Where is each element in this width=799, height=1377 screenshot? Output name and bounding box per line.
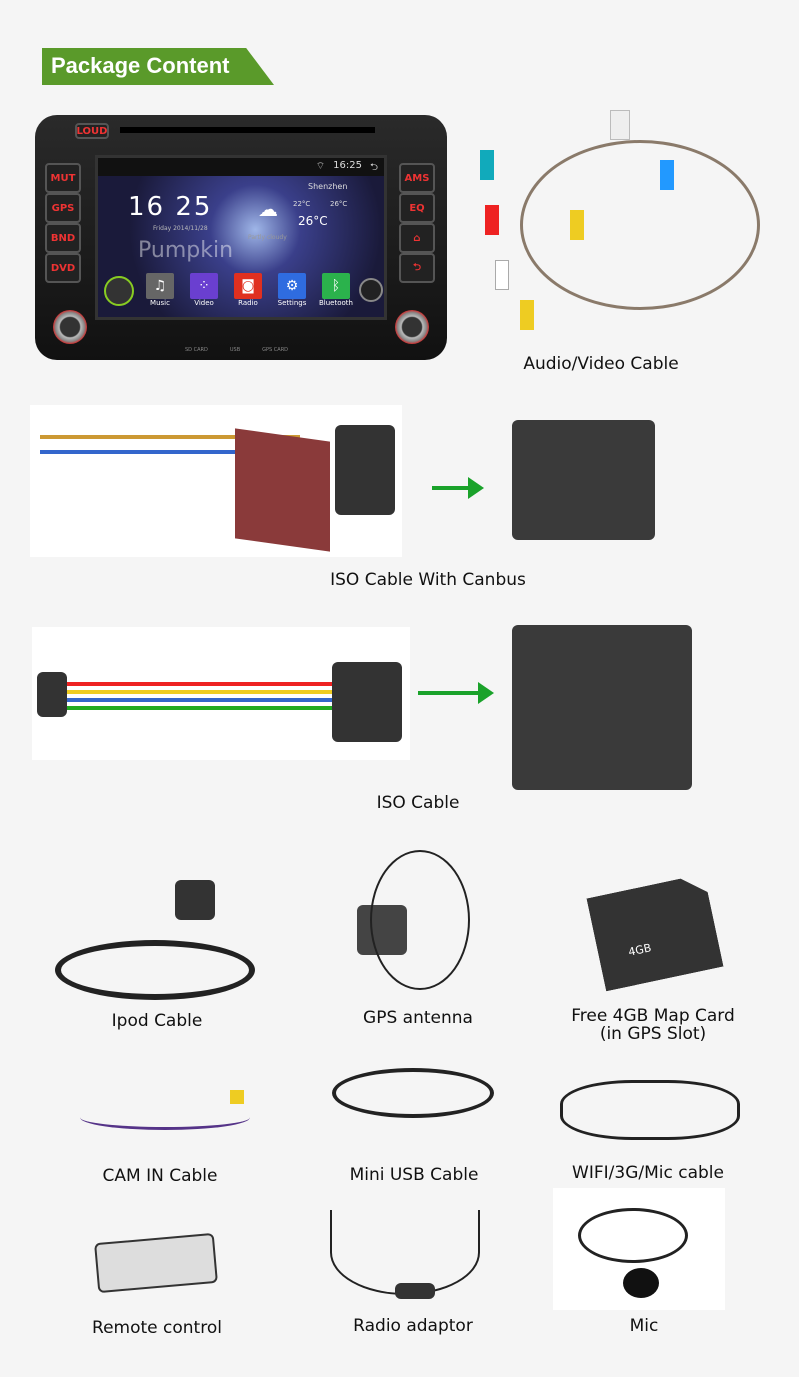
av-cable-label: Audio/Video Cable — [523, 354, 679, 374]
usb-slot-label: USB — [229, 347, 241, 353]
mic-image — [553, 1188, 725, 1310]
ams-button: AMS — [399, 163, 435, 193]
bluetooth-app-icon: ᛒ — [322, 273, 350, 299]
gps-button: GPS — [45, 193, 81, 223]
weather-city: Shenzhen — [308, 182, 348, 191]
mini-usb-cable-label: Mini USB Cable — [349, 1165, 479, 1185]
weather-desc: Partly cloudy — [248, 234, 287, 241]
arrow-icon — [432, 477, 484, 499]
iso-cable-label: ISO Cable — [376, 793, 460, 813]
head-unit-screen: ⌔16:25⮌ 16 25 Friday 2014/11/28 Pumpkin … — [95, 155, 387, 320]
gps-antenna-label: GPS antenna — [363, 1008, 473, 1028]
status-time: 16:25 — [333, 160, 362, 171]
settings-app-icon: ⚙ — [278, 273, 306, 299]
high-temp: 26°C — [330, 200, 348, 208]
video-app-icon: ⁘ — [190, 273, 218, 299]
card-slots: SD CARD USB GPS CARD — [185, 347, 288, 353]
canbus-connector-image — [512, 420, 655, 540]
radio-app-label: Radio — [238, 299, 258, 307]
ipod-connector — [175, 880, 215, 920]
bluetooth-app-label: Bluetooth — [319, 299, 353, 307]
sd-capacity: 4GB — [627, 941, 653, 959]
music-app-icon: ♫ — [146, 273, 174, 299]
tune-knob — [395, 310, 429, 344]
cam-cable-image — [80, 1105, 250, 1130]
ipod-cable-label: Ipod Cable — [111, 1011, 203, 1031]
eq-button: EQ — [399, 193, 435, 223]
iso-canbus-label: ISO Cable With Canbus — [330, 570, 526, 590]
wifi-3g-mic-cable-image — [560, 1080, 740, 1140]
page-title: Package Content — [42, 48, 274, 85]
wifi-3g-mic-cable-label: WIFI/3G/Mic cable — [572, 1163, 724, 1183]
gps-cable — [370, 850, 470, 990]
map-card-label: Free 4GB Map Card(in GPS Slot) — [571, 1007, 735, 1043]
current-temp: 26°C — [298, 214, 328, 228]
low-temp: 22°C — [293, 200, 311, 208]
brand-watermark: Pumpkin — [138, 238, 234, 263]
av-cable-image — [460, 110, 790, 340]
wifi-icon: ⌔ — [315, 161, 326, 172]
volume-knob — [53, 310, 87, 344]
gps-slot-label: GPS CARD — [262, 347, 289, 353]
iso-canbus-image — [30, 405, 402, 557]
map-card-title: Free 4GB Map Card — [571, 1006, 735, 1026]
video-app-label: Video — [194, 299, 214, 307]
loud-button: LOUD — [75, 123, 109, 139]
arrow-icon — [418, 682, 494, 704]
clock: 16 25 — [128, 192, 213, 222]
iso-cable-image — [32, 627, 410, 760]
band-button: BND — [45, 223, 81, 253]
date: Friday 2014/11/28 — [153, 225, 208, 232]
sd-card-image: 4GB — [586, 874, 723, 992]
iso-connector-image — [512, 625, 692, 790]
radio-adaptor-box — [395, 1283, 435, 1299]
remote-control-label: Remote control — [92, 1318, 222, 1338]
dvd-button: DVD — [45, 253, 81, 283]
head-unit-image: LOUD MUT GPS BND DVD AMS EQ ⌂ ⮌ ⌔16:25⮌ … — [35, 115, 447, 360]
car-icon — [104, 276, 134, 306]
cloud-icon: ☁ — [258, 197, 278, 221]
radio-adaptor-label: Radio adaptor — [353, 1316, 473, 1336]
ipod-cable-image — [55, 940, 255, 1000]
sd-slot-label: SD CARD — [185, 347, 208, 353]
settings-app-label: Settings — [277, 299, 307, 307]
mic-label: Mic — [629, 1316, 659, 1336]
music-app-label: Music — [150, 299, 170, 307]
back-icon: ⮌ — [369, 162, 378, 173]
remote-control-image — [94, 1232, 218, 1294]
cam-connector — [230, 1090, 244, 1104]
mute-button: MUT — [45, 163, 81, 193]
radio-app-icon: ◙ — [234, 273, 262, 299]
apps-drawer-icon — [359, 278, 383, 302]
status-bar: ⌔ 16:25 ⮌ — [98, 158, 384, 176]
back-button: ⮌ — [399, 253, 435, 283]
disc-slot — [120, 127, 375, 133]
home-button: ⌂ — [399, 223, 435, 253]
mini-usb-cable-image — [332, 1068, 494, 1118]
cam-cable-label: CAM IN Cable — [102, 1166, 218, 1186]
map-card-note: (in GPS Slot) — [599, 1024, 707, 1044]
